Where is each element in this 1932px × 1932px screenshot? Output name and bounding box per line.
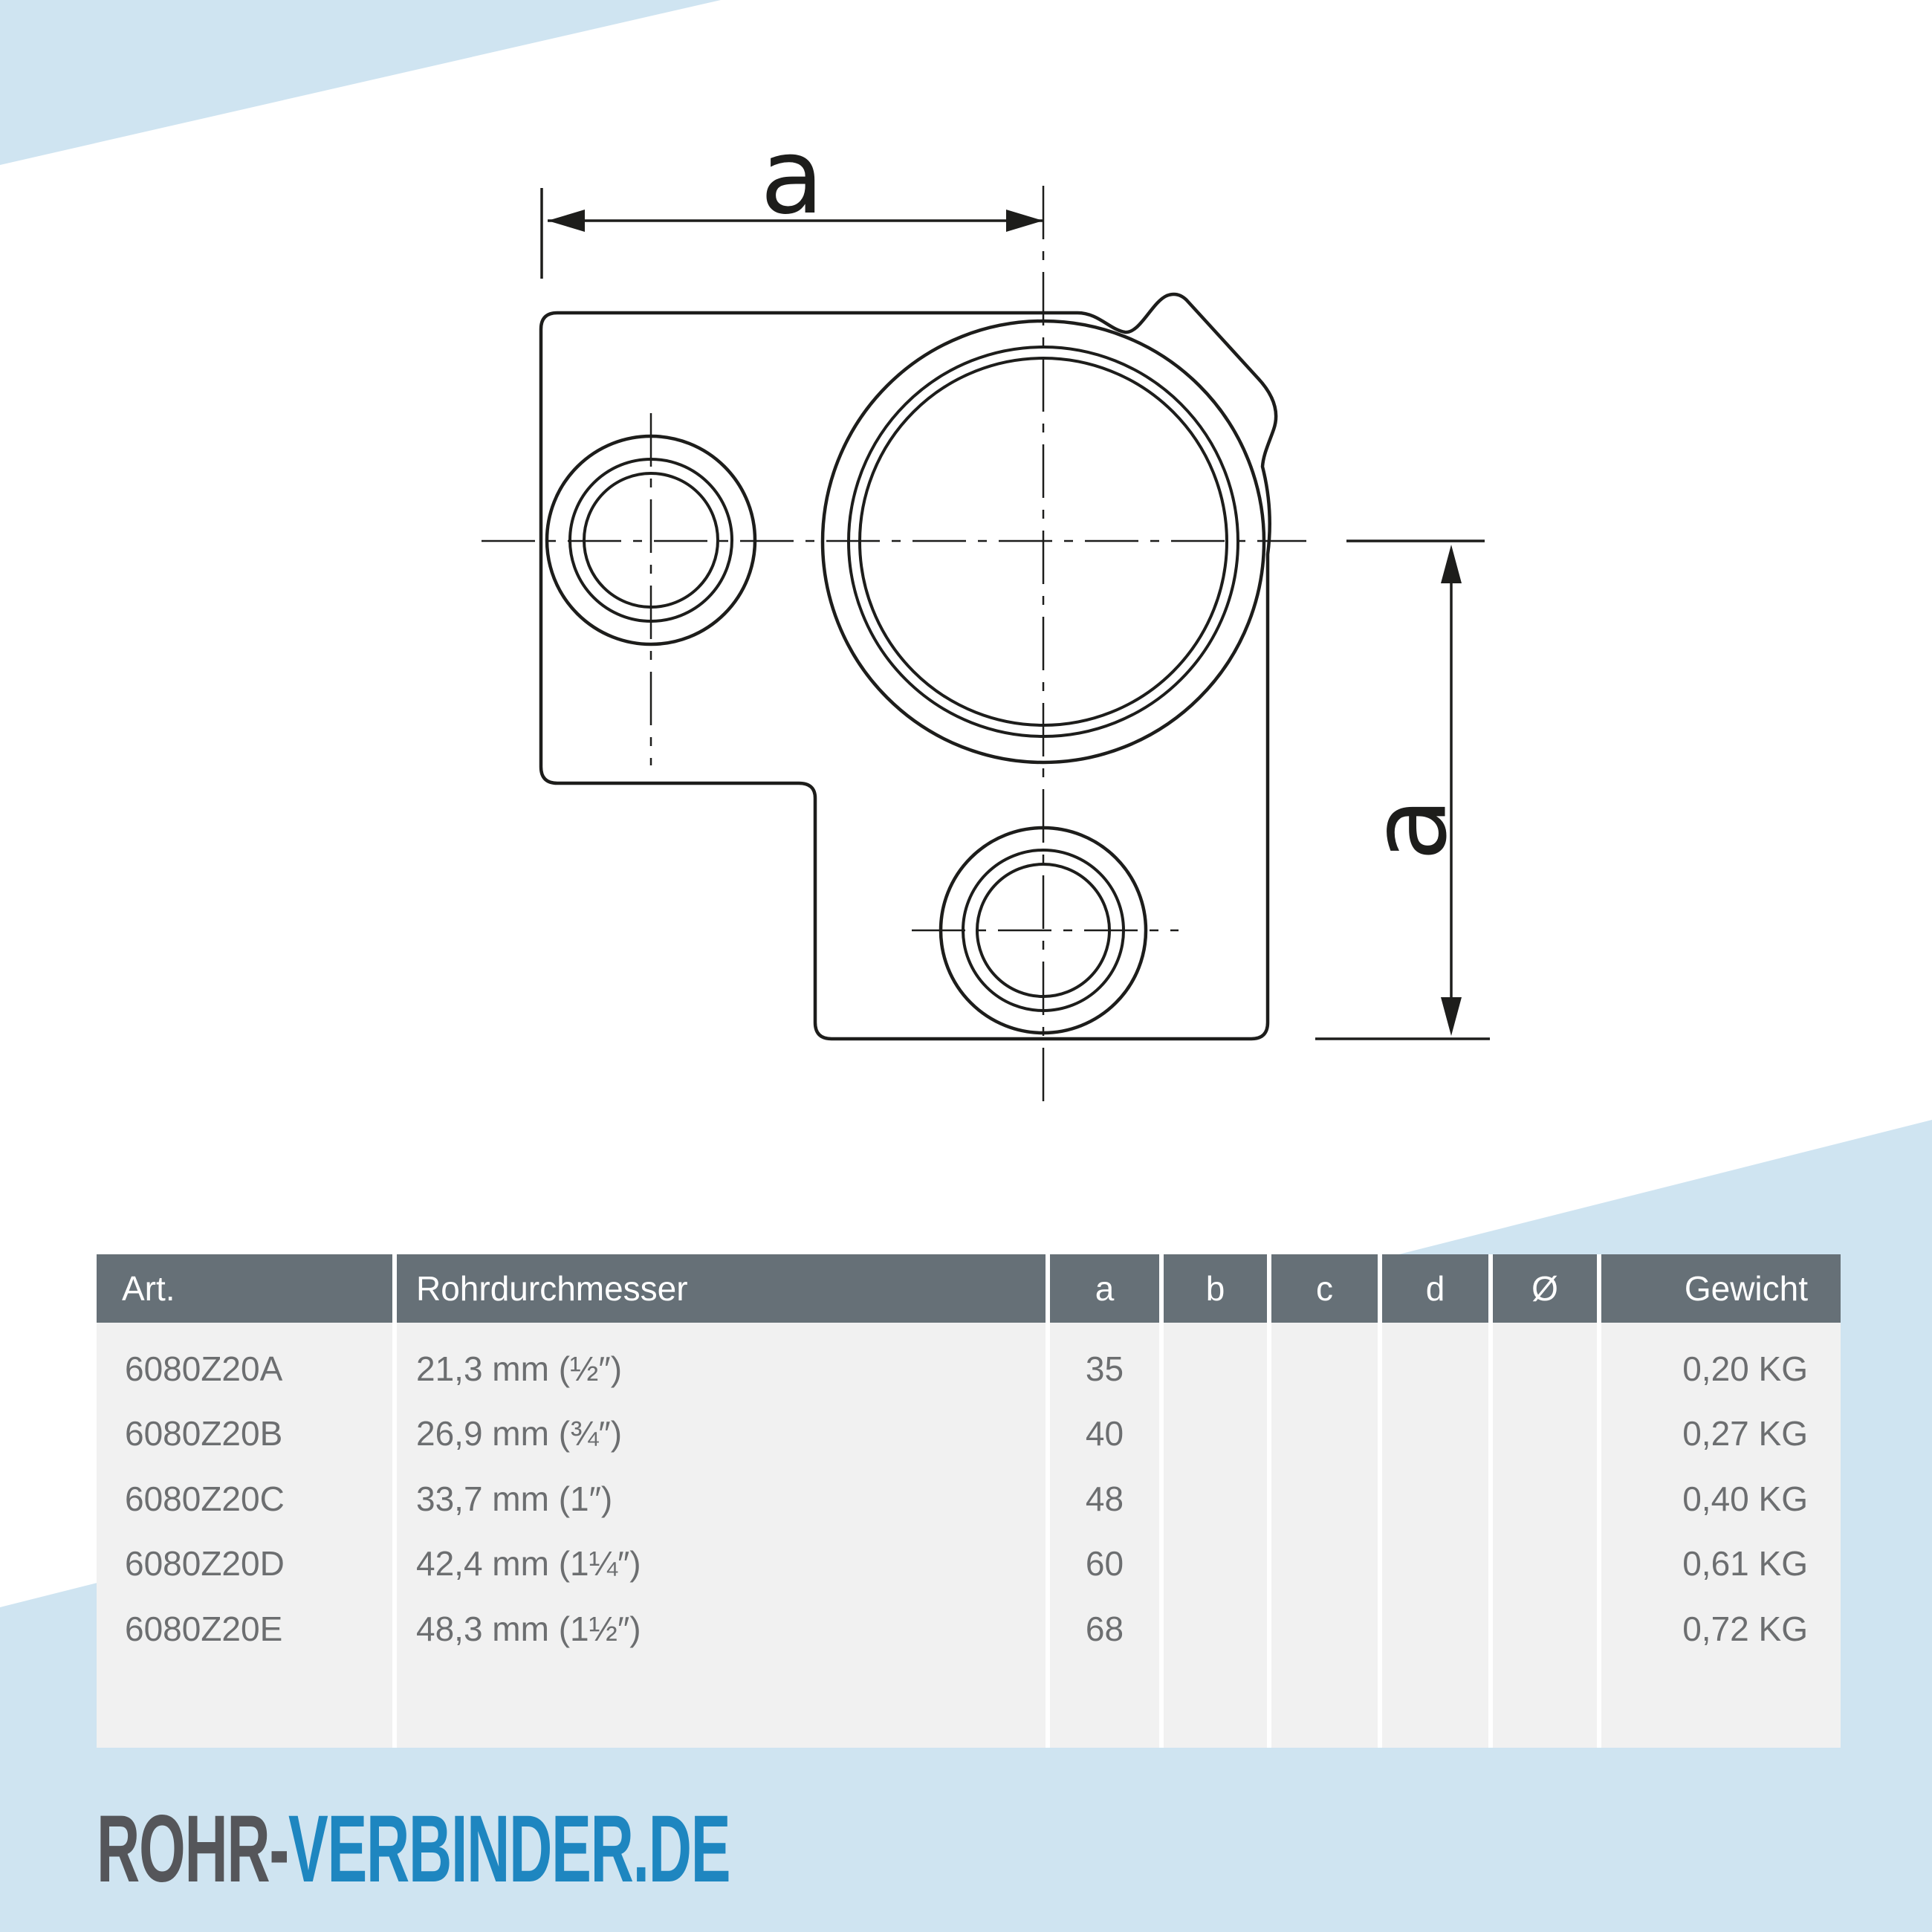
cell-a: 40 xyxy=(1085,1414,1124,1453)
cell-dia xyxy=(1493,1466,1597,1531)
header-diameter-symbol: Ø xyxy=(1488,1254,1597,1323)
cell-c xyxy=(1271,1401,1378,1467)
column-art: 6080Z20A 6080Z20B 6080Z20C 6080Z20D 6080… xyxy=(97,1323,392,1748)
cell-c xyxy=(1271,1596,1378,1662)
header-art: Art. xyxy=(122,1269,175,1308)
centerlines xyxy=(482,186,1306,1112)
cell-a: 60 xyxy=(1085,1544,1124,1583)
cell-a: 48 xyxy=(1085,1479,1124,1518)
cell-a: 35 xyxy=(1085,1349,1124,1388)
cell-dia xyxy=(1493,1401,1597,1467)
technical-drawing: a a xyxy=(482,117,1490,1112)
cell-b xyxy=(1164,1466,1267,1531)
column-d xyxy=(1378,1323,1488,1748)
dimension-label-a-top: a xyxy=(760,117,824,238)
cell-b xyxy=(1164,1596,1267,1662)
cell-diameter: 33,7 mm (1″) xyxy=(416,1479,613,1518)
logo-text: ROHR-VERBINDER.DE xyxy=(97,1802,730,1897)
logo: ROHR-VERBINDER.DE xyxy=(97,1802,1102,1897)
cell-weight: 0,40 KG xyxy=(1682,1479,1808,1518)
logo-verbinder: VERBINDER.DE xyxy=(288,1796,731,1902)
spec-table: Art. Rohrdurchmesser a b c d Ø Gewicht 6… xyxy=(97,1254,1841,1748)
cell-c xyxy=(1271,1336,1378,1401)
cell-d xyxy=(1382,1531,1488,1597)
header-b: b xyxy=(1159,1254,1267,1323)
cell-weight: 0,27 KG xyxy=(1682,1414,1808,1453)
cell-c xyxy=(1271,1466,1378,1531)
column-gewicht: 0,20 KG 0,27 KG 0,40 KG 0,61 KG 0,72 KG xyxy=(1597,1323,1841,1748)
cell-b xyxy=(1164,1401,1267,1467)
cell-dia xyxy=(1493,1531,1597,1597)
spec-table-body: 6080Z20A 6080Z20B 6080Z20C 6080Z20D 6080… xyxy=(97,1323,1841,1748)
column-rohrdurchmesser: 21,3 mm (½″) 26,9 mm (¾″) 33,7 mm (1″) 4… xyxy=(392,1323,1046,1748)
cell-dia xyxy=(1493,1596,1597,1662)
cell-diameter: 21,3 mm (½″) xyxy=(416,1349,623,1388)
cell-b xyxy=(1164,1336,1267,1401)
cell-d xyxy=(1382,1466,1488,1531)
column-b xyxy=(1159,1323,1267,1748)
column-a: 35 40 48 60 68 xyxy=(1046,1323,1159,1748)
header-c: c xyxy=(1267,1254,1378,1323)
cell-diameter: 42,4 mm (1¼″) xyxy=(416,1544,641,1583)
column-diameter-symbol xyxy=(1488,1323,1597,1748)
logo-rohr: ROHR- xyxy=(97,1796,289,1902)
spec-table-header-row: Art. Rohrdurchmesser a b c d Ø Gewicht xyxy=(97,1254,1841,1323)
cell-art: 6080Z20B xyxy=(125,1414,283,1453)
cell-weight: 0,72 KG xyxy=(1682,1609,1808,1648)
cell-b xyxy=(1164,1531,1267,1597)
cell-art: 6080Z20D xyxy=(125,1544,285,1583)
header-d: d xyxy=(1378,1254,1488,1323)
cell-d xyxy=(1382,1401,1488,1467)
dimension-label-a-right: a xyxy=(1349,797,1471,861)
arrowhead-left-icon xyxy=(548,210,585,232)
dimension-lines xyxy=(540,188,1490,1040)
dimension-arrowheads xyxy=(548,210,1462,1036)
cell-d xyxy=(1382,1336,1488,1401)
cell-weight: 0,61 KG xyxy=(1682,1544,1808,1583)
header-gewicht: Gewicht xyxy=(1597,1254,1841,1323)
cell-weight: 0,20 KG xyxy=(1682,1349,1808,1388)
cell-diameter: 48,3 mm (1½″) xyxy=(416,1609,641,1648)
arrowhead-down-icon xyxy=(1441,997,1462,1036)
cell-a: 68 xyxy=(1085,1609,1124,1648)
corner-accent-top-left xyxy=(0,0,721,165)
cell-c xyxy=(1271,1531,1378,1597)
cell-d xyxy=(1382,1596,1488,1662)
arrowhead-up-icon xyxy=(1441,545,1462,583)
cell-art: 6080Z20A xyxy=(125,1349,283,1388)
header-a: a xyxy=(1046,1254,1159,1323)
arrowhead-right-icon xyxy=(1006,210,1043,232)
cell-diameter: 26,9 mm (¾″) xyxy=(416,1414,623,1453)
connector-outline xyxy=(539,292,1278,1041)
cell-dia xyxy=(1493,1336,1597,1401)
column-c xyxy=(1267,1323,1378,1748)
header-rohrdurchmesser: Rohrdurchmesser xyxy=(392,1254,1046,1323)
cell-art: 6080Z20C xyxy=(125,1479,285,1518)
cell-art: 6080Z20E xyxy=(125,1609,283,1648)
